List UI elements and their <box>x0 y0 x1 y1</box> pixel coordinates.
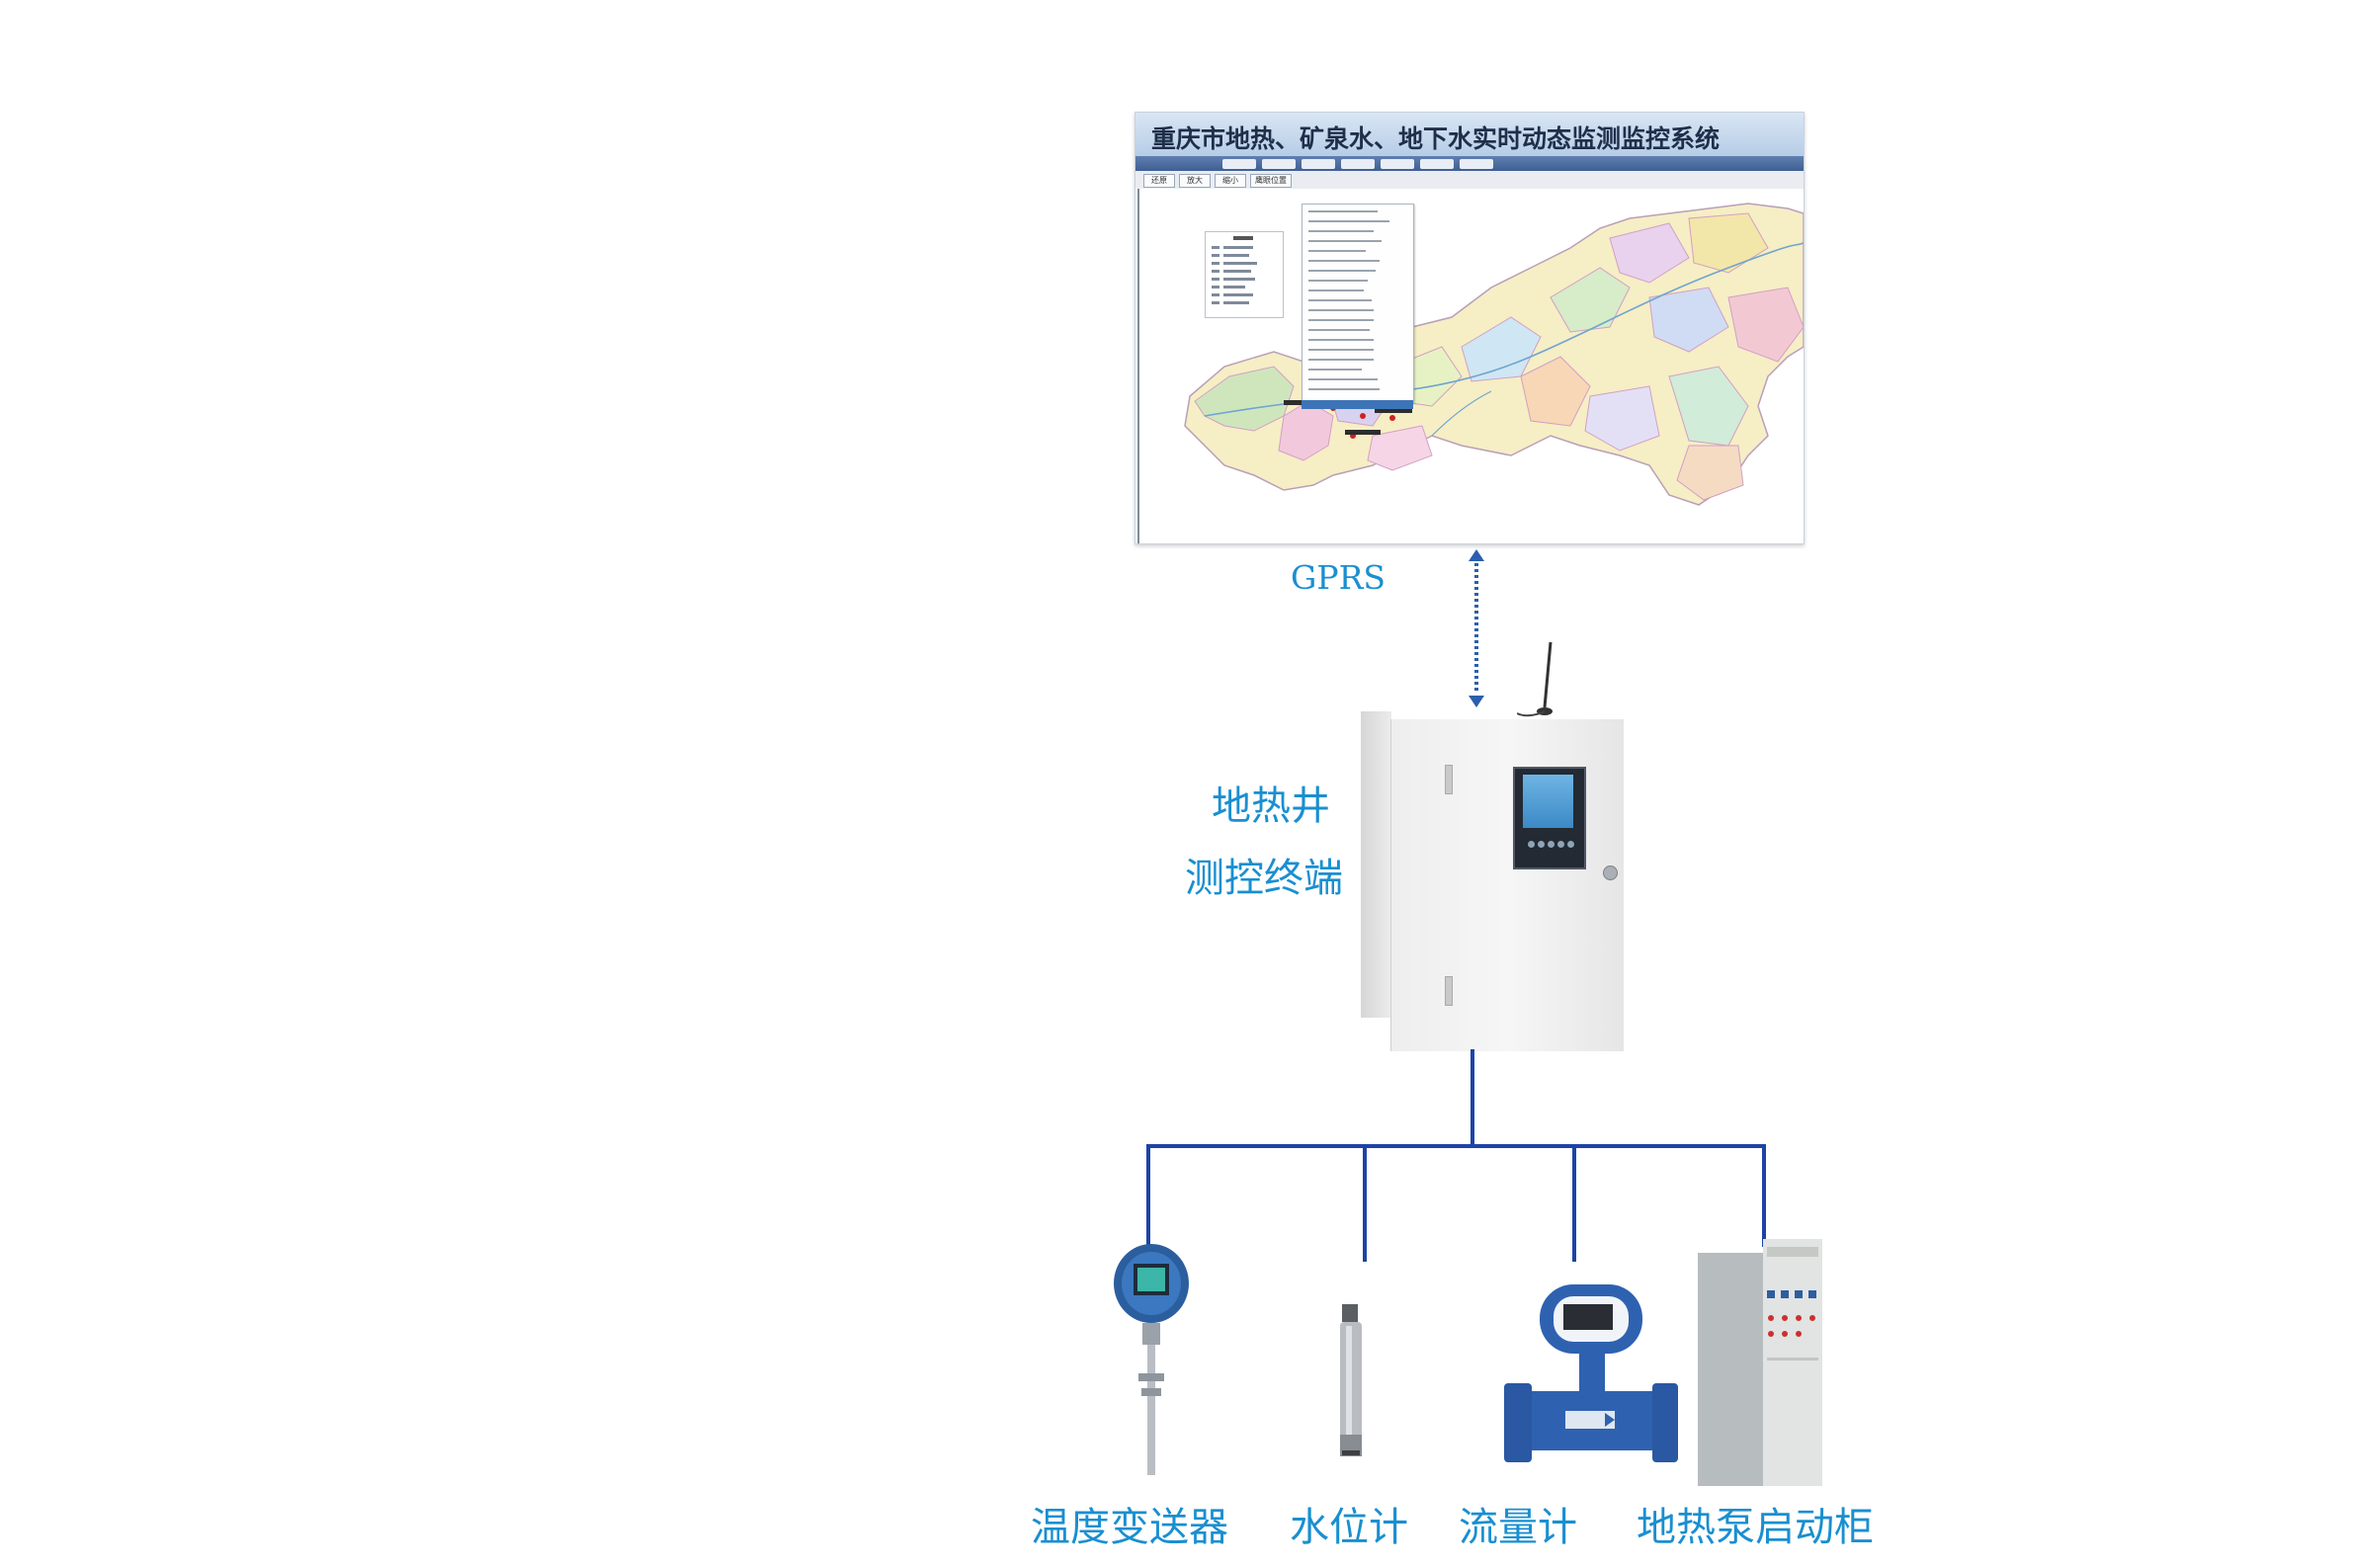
terminal-label-line2: 测控终端 <box>1185 856 1343 901</box>
device-label-temperature-transmitter: 温度变送器 <box>1031 1505 1228 1550</box>
toolbar-button-restore[interactable]: 还原 <box>1143 174 1175 188</box>
panel-button[interactable] <box>1567 841 1574 848</box>
menu-tab[interactable] <box>1262 159 1296 169</box>
menu-tab[interactable] <box>1460 159 1493 169</box>
map-district[interactable] <box>1648 287 1729 353</box>
connection-bus <box>1146 1049 1766 1262</box>
water-level-sensor-icon <box>1340 1304 1362 1456</box>
arrow-down-icon <box>1469 696 1484 707</box>
station-label <box>1345 430 1381 435</box>
station-marker[interactable] <box>1360 413 1366 419</box>
pump-starter-cabinet-icon <box>1698 1239 1822 1486</box>
station-label <box>1375 408 1412 413</box>
map-district[interactable] <box>1609 222 1690 284</box>
toolbar-button-zoom-out[interactable]: 缩小 <box>1215 174 1246 188</box>
info-popup-footer[interactable] <box>1302 400 1413 409</box>
system-title-bar: 重庆市地热、矿泉水、地下水实时动态监测监控系统 <box>1135 113 1804 156</box>
menu-tab[interactable] <box>1302 159 1335 169</box>
map-district[interactable] <box>1367 425 1433 471</box>
panel-button[interactable] <box>1528 841 1535 848</box>
measure-control-terminal-cabinet <box>1390 719 1624 1051</box>
toolbar-button-zoom-in[interactable]: 放大 <box>1179 174 1211 188</box>
monitoring-system-screenshot: 重庆市地热、矿泉水、地下水实时动态监测监控系统 还原 放大 缩小 鹰眼位置 <box>1134 112 1805 544</box>
map-legend <box>1205 231 1284 318</box>
station-marker[interactable] <box>1389 415 1395 421</box>
map-district[interactable] <box>1520 356 1591 427</box>
station-info-popup <box>1302 204 1414 403</box>
device-label-water-level-sensor: 水位计 <box>1290 1505 1408 1550</box>
system-toolbar: 还原 放大 缩小 鹰眼位置 <box>1135 171 1804 190</box>
panel-button[interactable] <box>1538 841 1545 848</box>
cabinet-side <box>1361 711 1391 1018</box>
toolbar-button-overview[interactable]: 鹰眼位置 <box>1250 174 1292 188</box>
map-district[interactable] <box>1727 287 1804 363</box>
electromagnetic-flowmeter-icon <box>1504 1284 1678 1462</box>
terminal-label-line1: 地热井 <box>1212 784 1330 829</box>
cabinet-hinge <box>1445 765 1453 794</box>
antenna-icon <box>1517 642 1553 717</box>
river-line <box>1431 390 1492 437</box>
map-district[interactable] <box>1676 445 1744 501</box>
panel-button[interactable] <box>1557 841 1564 848</box>
system-menu-bar <box>1135 156 1804 171</box>
legend-content <box>1212 236 1257 304</box>
panel-button[interactable] <box>1548 841 1555 848</box>
map-district[interactable] <box>1584 385 1660 452</box>
cabinet-lcd-screen <box>1523 775 1573 828</box>
menu-tab[interactable] <box>1341 159 1375 169</box>
device-label-pump-starter-cabinet: 地热泵启动柜 <box>1637 1505 1874 1550</box>
gprs-label: GPRS <box>1291 558 1387 597</box>
arrow-up-icon <box>1469 549 1484 561</box>
temperature-transmitter-icon <box>1114 1244 1189 1475</box>
menu-tab[interactable] <box>1381 159 1414 169</box>
device-label-flowmeter: 流量计 <box>1459 1505 1577 1550</box>
system-title: 重庆市地热、矿泉水、地下水实时动态监测监控系统 <box>1151 124 1721 153</box>
menu-tab[interactable] <box>1222 159 1256 169</box>
map-district[interactable] <box>1668 366 1749 447</box>
cabinet-lock-icon[interactable] <box>1603 866 1618 880</box>
menu-tab[interactable] <box>1420 159 1454 169</box>
gprs-link-arrow <box>1469 549 1484 707</box>
cabinet-hinge <box>1445 976 1453 1006</box>
map-district[interactable] <box>1550 267 1631 333</box>
